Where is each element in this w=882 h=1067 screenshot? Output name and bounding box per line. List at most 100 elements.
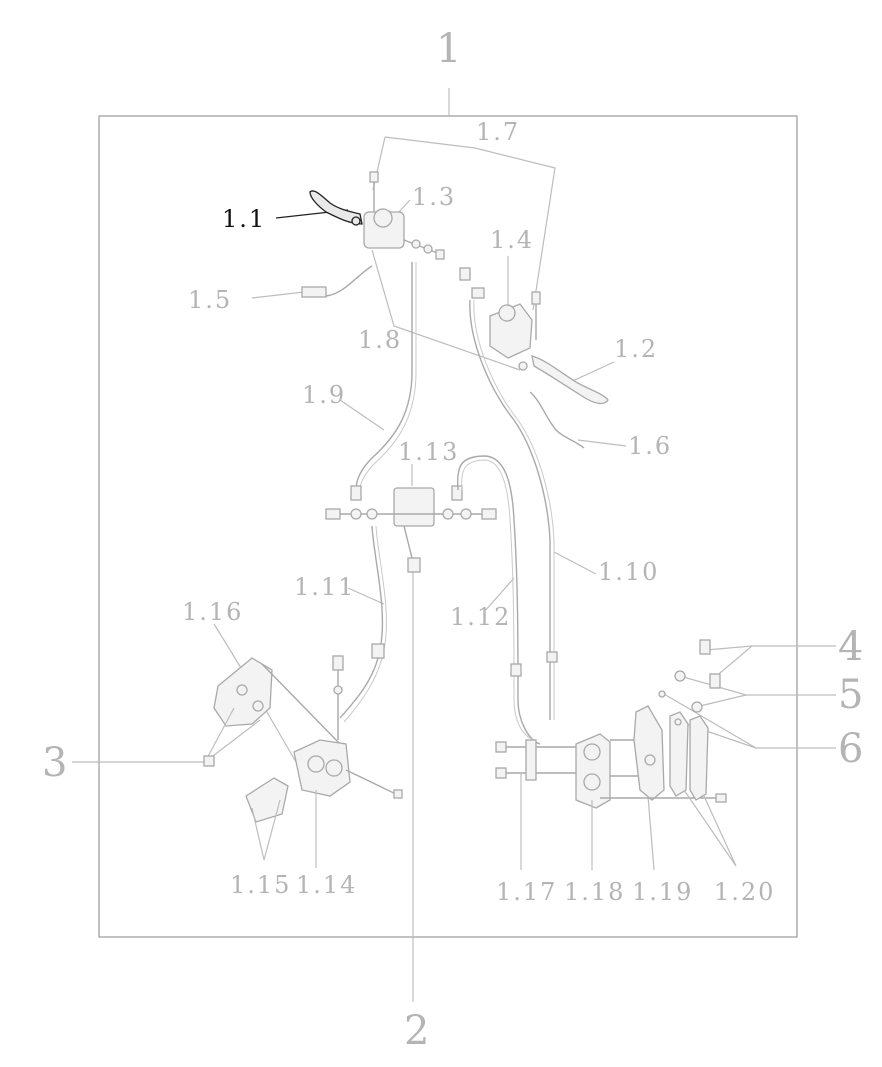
label-1-11: 1.11 bbox=[294, 573, 355, 601]
banjo-bolt-1-3 bbox=[435, 249, 445, 260]
leader-5b bbox=[699, 694, 747, 707]
label-1-13: 1.13 bbox=[398, 438, 459, 466]
clutch-lever-1-2 bbox=[531, 355, 609, 405]
caliper-pin bbox=[345, 769, 401, 797]
washer-6a bbox=[658, 690, 666, 698]
screw-4a bbox=[699, 639, 711, 655]
banjo-washer-a bbox=[411, 239, 421, 249]
brake-hose-1-11 bbox=[339, 525, 384, 719]
brake-hose-1-11-inner bbox=[343, 525, 387, 723]
callout-4: 4 bbox=[838, 624, 863, 670]
label-1-18: 1.18 bbox=[564, 878, 625, 906]
callout-6: 6 bbox=[838, 726, 863, 772]
junction-washer-3 bbox=[442, 508, 454, 520]
caliper-piston-a bbox=[307, 755, 325, 773]
label-1-2: 1.2 bbox=[614, 335, 658, 363]
junction-washer-1 bbox=[350, 508, 362, 520]
label-1-5: 1.5 bbox=[188, 286, 232, 314]
leader-1-7 bbox=[384, 136, 556, 311]
pressure-switch bbox=[407, 557, 421, 573]
leader-1-19 bbox=[647, 795, 655, 871]
label-1-4: 1.4 bbox=[490, 226, 534, 254]
brake-pad-1-15 bbox=[245, 777, 289, 823]
leader-4 bbox=[713, 645, 836, 679]
label-1-14: 1.14 bbox=[296, 871, 357, 899]
leader-1-9 bbox=[339, 399, 385, 431]
junction-washer-4 bbox=[460, 508, 472, 520]
hose-clamp-1-11 bbox=[371, 643, 385, 659]
label-1-20: 1.20 bbox=[714, 878, 775, 906]
callout-2: 2 bbox=[404, 1008, 429, 1054]
label-1-10: 1.10 bbox=[598, 558, 659, 586]
brake-hose-1-12-inner bbox=[461, 459, 535, 741]
junction-fitting-right bbox=[451, 485, 463, 501]
junction-bolt-right bbox=[481, 508, 497, 520]
reservoir-cap-1-3 bbox=[373, 208, 393, 228]
rear-banjo bbox=[471, 287, 485, 299]
label-1-3: 1.3 bbox=[412, 183, 456, 211]
bolt-head bbox=[369, 171, 379, 183]
leader-1-15a bbox=[251, 807, 265, 861]
rear-pin-head bbox=[715, 793, 727, 803]
rear-cylinder-cap-1-4 bbox=[498, 304, 516, 322]
washer-5b bbox=[691, 701, 703, 713]
label-1-8: 1.8 bbox=[358, 326, 402, 354]
leader-1-11 bbox=[347, 587, 385, 605]
junction-fitting-left bbox=[350, 485, 362, 501]
leader-5 bbox=[679, 675, 836, 696]
banjo-washer-b bbox=[423, 244, 433, 254]
leader-1-20b bbox=[703, 795, 737, 867]
brake-hose-1-10-inner bbox=[473, 299, 555, 720]
callout-1: 1 bbox=[436, 26, 461, 72]
rear-bolt-head bbox=[531, 291, 541, 305]
caliper-bleeder bbox=[332, 655, 344, 671]
switch-plug-1-5 bbox=[301, 286, 327, 298]
rear-fitting-1-17 bbox=[525, 739, 537, 781]
leader-1-5 bbox=[251, 291, 305, 299]
assembly-frame bbox=[98, 115, 798, 938]
rear-banjo-bolt bbox=[459, 267, 471, 281]
rear-piston-b bbox=[583, 773, 601, 791]
label-1-12: 1.12 bbox=[450, 603, 511, 631]
label-1-15: 1.15 bbox=[230, 871, 291, 899]
brake-hose-1-10 bbox=[469, 299, 551, 720]
rear-piston-a bbox=[583, 743, 601, 761]
junction-bolt-left bbox=[325, 508, 341, 520]
bracket-hole-2 bbox=[252, 700, 264, 712]
leader-1-20a bbox=[683, 789, 737, 867]
leader-1-8 bbox=[371, 249, 521, 371]
brake-hose-1-9 bbox=[355, 262, 413, 491]
leader-1-6 bbox=[577, 439, 627, 447]
front-brake-lever-1-1 bbox=[309, 190, 363, 225]
rear-nut bbox=[518, 361, 528, 371]
brake-hose-1-12 bbox=[456, 455, 541, 745]
banjo-line-1-3 bbox=[403, 239, 441, 255]
hose-clamp-1-12 bbox=[510, 663, 522, 677]
lever-pivot-1-1 bbox=[351, 216, 361, 226]
caliper-pin-head bbox=[393, 789, 403, 799]
rear-bracket-hole bbox=[644, 754, 656, 766]
leader-1-12 bbox=[483, 577, 515, 613]
leader-4b bbox=[705, 645, 753, 651]
leader-3-bolt-a bbox=[204, 707, 235, 763]
label-1-19: 1.19 bbox=[632, 878, 693, 906]
rear-pad-a-1-20 bbox=[669, 711, 689, 797]
callout-5: 5 bbox=[838, 672, 863, 718]
brake-hose-1-9-inner bbox=[359, 262, 417, 491]
label-1-17: 1.17 bbox=[496, 878, 557, 906]
rear-banjo-bolt-a bbox=[495, 741, 507, 753]
caliper-piston-b bbox=[325, 759, 343, 777]
rear-banjo-bolt-b bbox=[495, 767, 507, 779]
bracket-rod bbox=[261, 663, 341, 745]
rear-pad-b-1-20 bbox=[689, 715, 709, 801]
callout-3: 3 bbox=[42, 740, 67, 786]
switch-cable-1-6 bbox=[529, 391, 585, 449]
label-1-1: 1.1 bbox=[222, 205, 266, 233]
screw-4b bbox=[709, 673, 721, 689]
junction-block-1-13 bbox=[393, 487, 435, 527]
leader-1-10 bbox=[553, 551, 597, 575]
washer-6b bbox=[674, 718, 682, 726]
rear-bracket-1-19 bbox=[633, 705, 665, 801]
washer-5a bbox=[674, 670, 686, 682]
